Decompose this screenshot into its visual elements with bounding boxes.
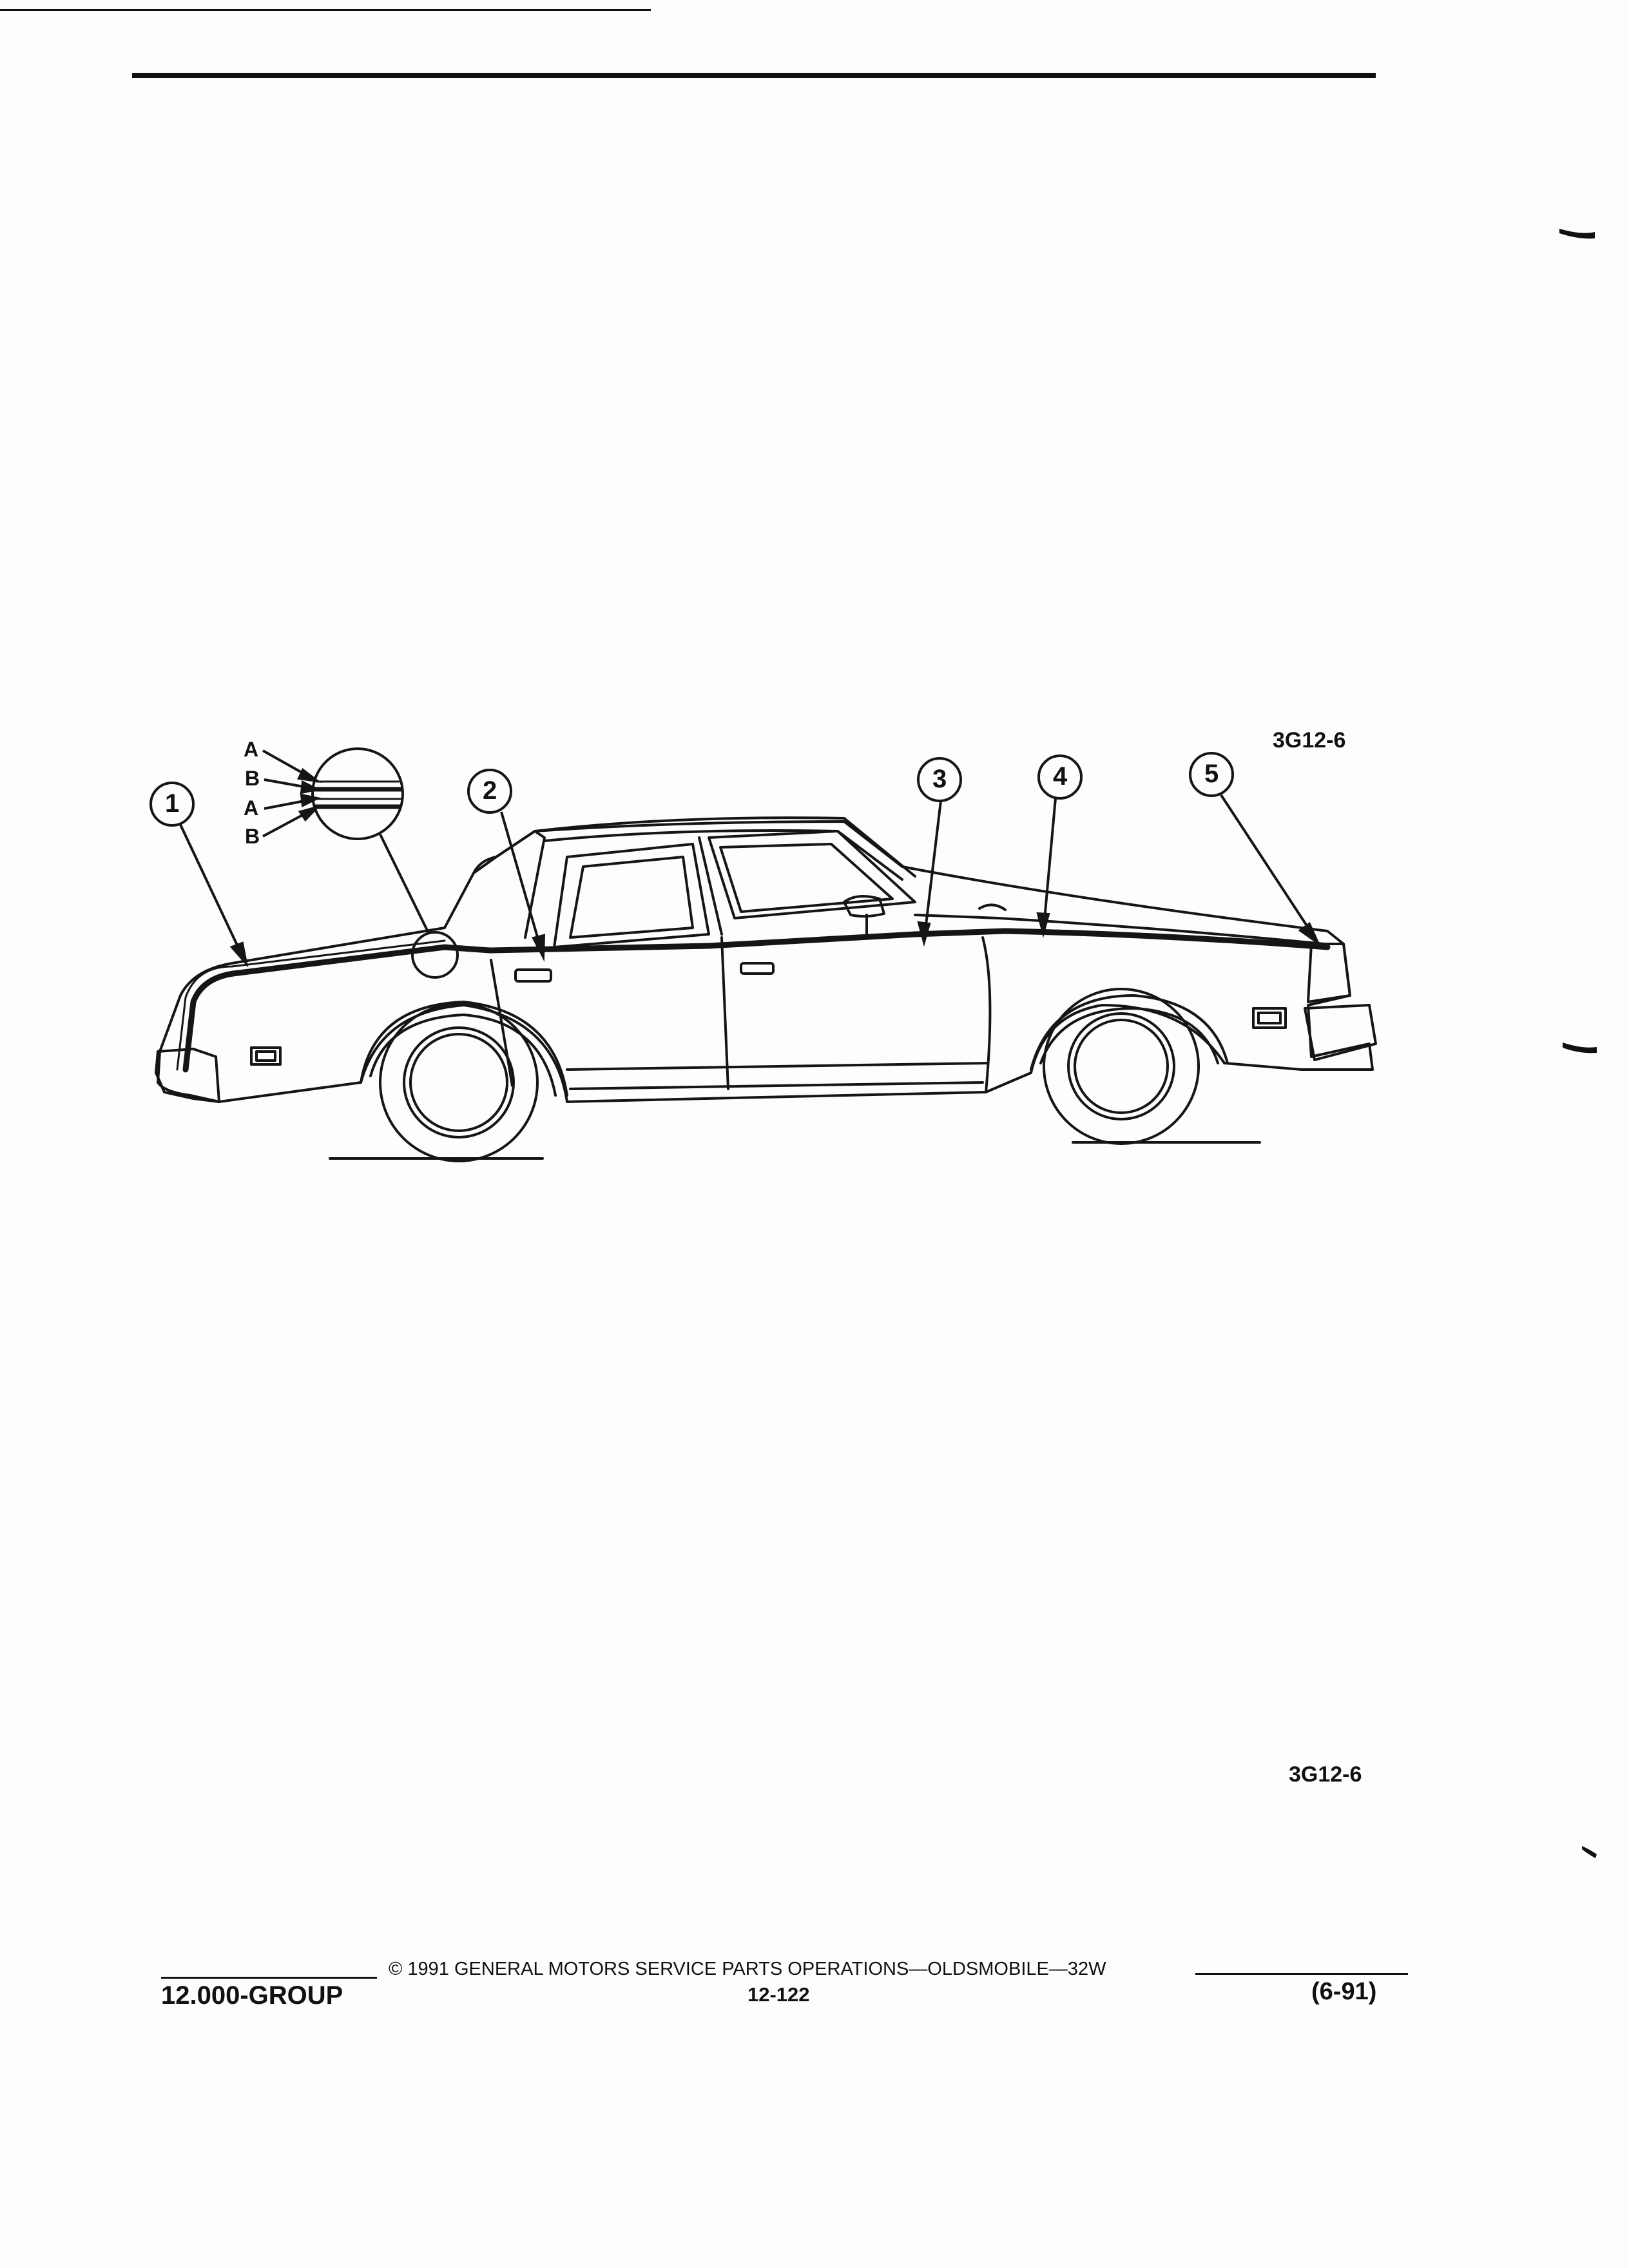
callout-2: 2 (483, 776, 497, 805)
footer-group: 12.000-GROUP (161, 1981, 343, 2010)
front-door-front-edge (981, 936, 992, 1093)
rear-side-marker (250, 1046, 282, 1066)
stripe-legend-a1: A (244, 738, 259, 761)
callout-circle-2 (467, 769, 512, 814)
hood-bulge (978, 903, 1007, 911)
rear-wheel-rim (403, 1026, 515, 1139)
hood-line (914, 914, 1325, 945)
footer-copyright: © 1991 GENERAL MOTORS SERVICE PARTS OPER… (389, 1959, 1106, 1979)
callout-circle-4 (1037, 754, 1083, 800)
front-side-marker (1252, 1007, 1287, 1029)
callout-4: 4 (1053, 762, 1068, 791)
rear-door-window (553, 843, 710, 948)
center-door-seam (720, 936, 729, 1090)
figure-code-top: 3G12-6 (1273, 728, 1346, 753)
footer-page-number: 12-122 (747, 1983, 810, 2006)
side-mirror (843, 895, 885, 918)
stripe-detail-circle (311, 747, 404, 840)
rear-bumper (155, 1048, 220, 1103)
figure-code-bottom: 3G12-6 (1289, 1762, 1362, 1787)
rear-door-window-inner (569, 856, 694, 939)
callout-5: 5 (1204, 760, 1219, 788)
stripe-location-circle (411, 931, 459, 979)
front-door-handle (740, 962, 775, 975)
rear-wheel-arch (360, 1001, 568, 1097)
roof-drip (543, 829, 903, 881)
roof-line (534, 816, 916, 878)
front-wheel-rim (1067, 1012, 1175, 1120)
stripe-legend-a2: A (244, 796, 259, 820)
footer-revision: (6-91) (1311, 1978, 1377, 2005)
footer-rule-left (161, 1977, 377, 1979)
front-bumper (1304, 1004, 1377, 1061)
headlamp-face (1307, 943, 1351, 1003)
scan-edge-line (0, 9, 651, 11)
rear-door-handle (514, 968, 552, 983)
callout-circle-1 (149, 782, 195, 827)
stripe-legend-b1: B (245, 767, 260, 790)
front-wheel-arch (1030, 994, 1229, 1071)
front-wheel-tire (1043, 988, 1200, 1145)
header-rule (132, 73, 1376, 78)
pin-stripe (182, 928, 1331, 1073)
footer-rule-right (1195, 1973, 1408, 1975)
rocker-panel (566, 1062, 987, 1071)
rear-wheel-tire (379, 1003, 539, 1162)
callout-3: 3 (932, 765, 947, 793)
callout-circle-5 (1189, 752, 1234, 797)
stripe-legend-b2: B (245, 825, 260, 848)
b-pillar (698, 836, 723, 936)
front-door-window (708, 830, 916, 919)
callout-1: 1 (165, 789, 180, 818)
front-door-window-inner (719, 843, 894, 913)
